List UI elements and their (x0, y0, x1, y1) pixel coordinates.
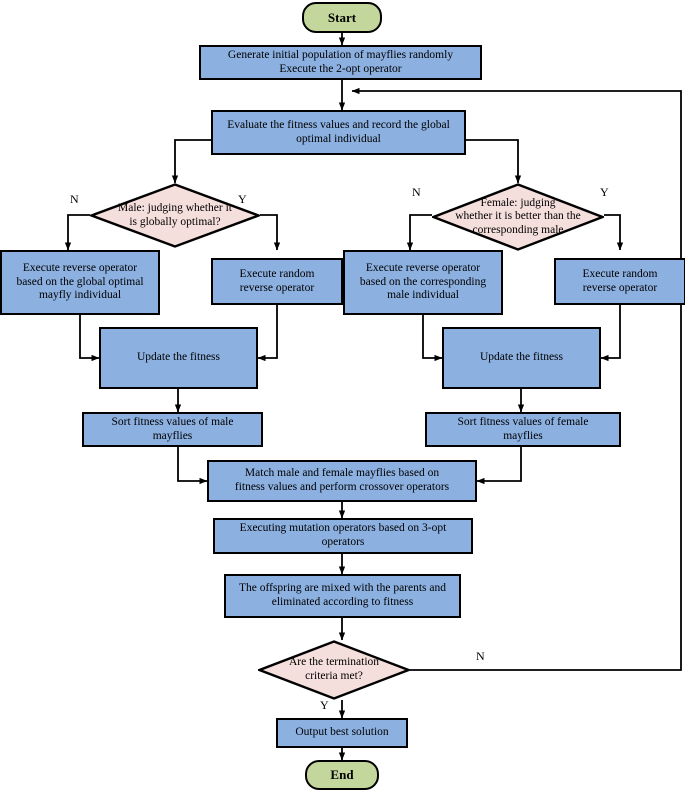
female-reverse-corresponding-line1: Execute reverse operator (365, 262, 481, 275)
node-init-line2: Execute the 2-opt operator (279, 62, 402, 75)
node-match-crossover[interactable]: Match male and female mayflies based on … (207, 460, 477, 502)
female-decision-line1: Female: judging (480, 196, 556, 209)
edge-label-termination-yes: Y (320, 698, 329, 712)
node-sort-male[interactable]: Sort fitness values of male mayflies (82, 412, 263, 447)
edge-female-corresponding-update (422, 315, 443, 362)
node-male-reverse-global[interactable]: Execute reverse operator based on the gl… (0, 250, 160, 315)
edge-female-no (406, 214, 432, 251)
edge-sort-female-match (476, 447, 522, 485)
edge-female-yes (604, 214, 624, 251)
offspring-line1: The offspring are mixed with the parents… (238, 582, 447, 595)
node-end-label: End (330, 767, 354, 783)
node-evaluate-fitness[interactable]: Evaluate the fitness values and record t… (211, 110, 466, 155)
mutation-line2: operators (321, 536, 365, 548)
node-init-line1: Generate initial population of mayflies … (227, 48, 454, 61)
sort-female-line1: Sort fitness values of female (457, 415, 589, 428)
node-termination-decision[interactable]: Are the termination criteria met? (258, 640, 410, 700)
node-male-decision[interactable]: Male: judging whether it is globally opt… (90, 183, 260, 248)
node-female-update-fitness[interactable]: Update the fitness (442, 327, 601, 389)
female-reverse-corresponding-line2: based on the corresponding (359, 275, 487, 288)
edge-evaluate-female-decision (466, 139, 522, 184)
node-output-best-solution[interactable]: Output best solution (276, 718, 408, 748)
male-decision-shape (90, 183, 260, 248)
node-evaluate-line1: Evaluate the fitness values and record t… (227, 118, 450, 131)
node-sort-female[interactable]: Sort fitness values of female mayflies (425, 412, 621, 447)
termination-line1: Are the termination (288, 656, 380, 669)
edge-male-no (64, 214, 90, 251)
edge-male-global-update (79, 315, 100, 362)
edge-label-male-no: N (70, 192, 79, 206)
male-reverse-global-line1: Execute reverse operator (22, 262, 138, 275)
female-random-reverse-line1: Execute random (582, 267, 658, 280)
node-female-reverse-corresponding[interactable]: Execute reverse operator based on the co… (343, 250, 503, 315)
node-male-random-reverse[interactable]: Execute random reverse operator (211, 258, 343, 305)
male-decision-line1: Male: judging whether it (117, 201, 233, 214)
male-reverse-global-line3: mayfly individual (38, 289, 122, 302)
edge-label-female-no: N (412, 185, 421, 199)
node-start[interactable]: Start (302, 2, 382, 33)
match-line2: fitness values and perform crossover ope… (234, 481, 450, 493)
female-decision-line3: corresponding male (472, 223, 564, 236)
node-start-label: Start (327, 9, 357, 25)
female-random-reverse-line2: reverse operator (582, 281, 658, 294)
edge-label-female-yes: Y (600, 185, 609, 199)
sort-male-line1: Sort fitness values of male (111, 415, 234, 428)
female-update-fitness-label: Update the fitness (479, 351, 564, 364)
male-decision-line2: is globally optimal? (129, 215, 221, 228)
male-reverse-global-line2: based on the global optimal (16, 275, 144, 288)
edge-label-male-yes: Y (238, 192, 247, 206)
male-update-fitness-label: Update the fitness (136, 351, 221, 364)
edge-male-yes (260, 214, 281, 251)
edge-evaluate-male-decision (171, 139, 211, 184)
edge-male-random-update (257, 305, 278, 362)
female-decision-line2: whether it is better than the (455, 210, 581, 223)
edge-sort-male-match (177, 447, 208, 485)
female-decision-shape (432, 183, 604, 251)
male-random-reverse-line1: Execute random (239, 267, 315, 280)
node-female-random-reverse[interactable]: Execute random reverse operator (554, 258, 685, 305)
termination-decision-shape (258, 640, 410, 700)
female-reverse-corresponding-line3: male individual (387, 289, 459, 302)
node-male-update-fitness[interactable]: Update the fitness (99, 327, 258, 389)
sort-female-line2: mayflies (503, 429, 543, 442)
node-mutation-operators[interactable]: Executing mutation operators based on 3-… (213, 518, 473, 554)
node-offspring-mixed[interactable]: The offspring are mixed with the parents… (224, 574, 461, 618)
output-label: Output best solution (295, 726, 389, 739)
node-female-decision[interactable]: Female: judging whether it is better tha… (432, 183, 604, 251)
node-evaluate-line2: optimal individual (296, 132, 381, 145)
male-random-reverse-line2: reverse operator (239, 281, 315, 294)
node-end[interactable]: End (305, 760, 379, 790)
mutation-line1: Executing mutation operators based on 3-… (239, 522, 447, 535)
edge-female-random-update (600, 305, 621, 362)
node-generate-initial-population[interactable]: Generate initial population of mayflies … (199, 45, 482, 80)
offspring-line2: eliminated according to fitness (271, 596, 414, 608)
edge-label-termination-no: N (476, 649, 485, 663)
sort-male-line2: mayflies (152, 429, 193, 442)
match-line1: Match male and female mayflies based on (244, 467, 440, 480)
termination-line2: criteria met? (305, 670, 363, 682)
